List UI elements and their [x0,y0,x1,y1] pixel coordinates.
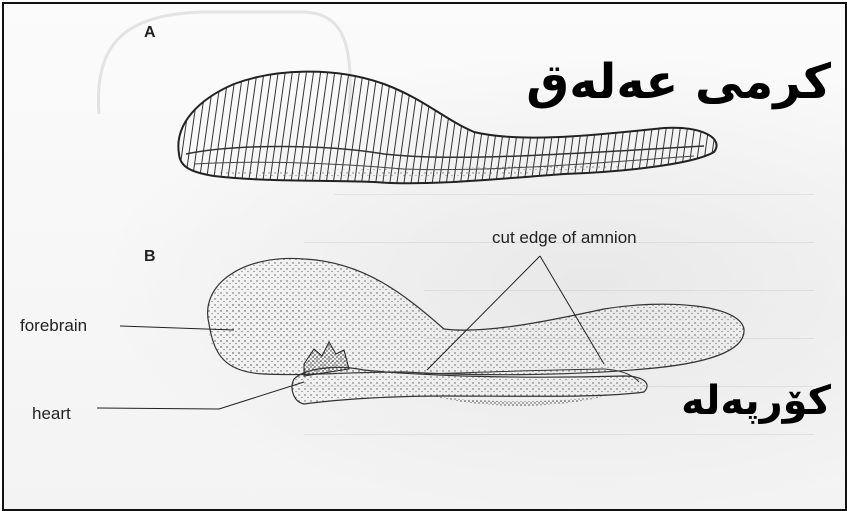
leader-line-heart [97,408,219,409]
panel-b-embryo [208,258,744,405]
kurdish-title-bottom: کۆرپەلە [681,378,831,424]
forebrain-label: forebrain [20,316,87,336]
panel-a-label: A [144,24,156,42]
kurdish-title-top: کرمی عەلەق [526,54,831,110]
heart-label: heart [32,404,71,424]
panel-b-label: B [144,248,156,266]
leader-line-heart-diagonal [219,382,304,409]
cut-edge-of-amnion-label: cut edge of amnion [492,228,637,248]
